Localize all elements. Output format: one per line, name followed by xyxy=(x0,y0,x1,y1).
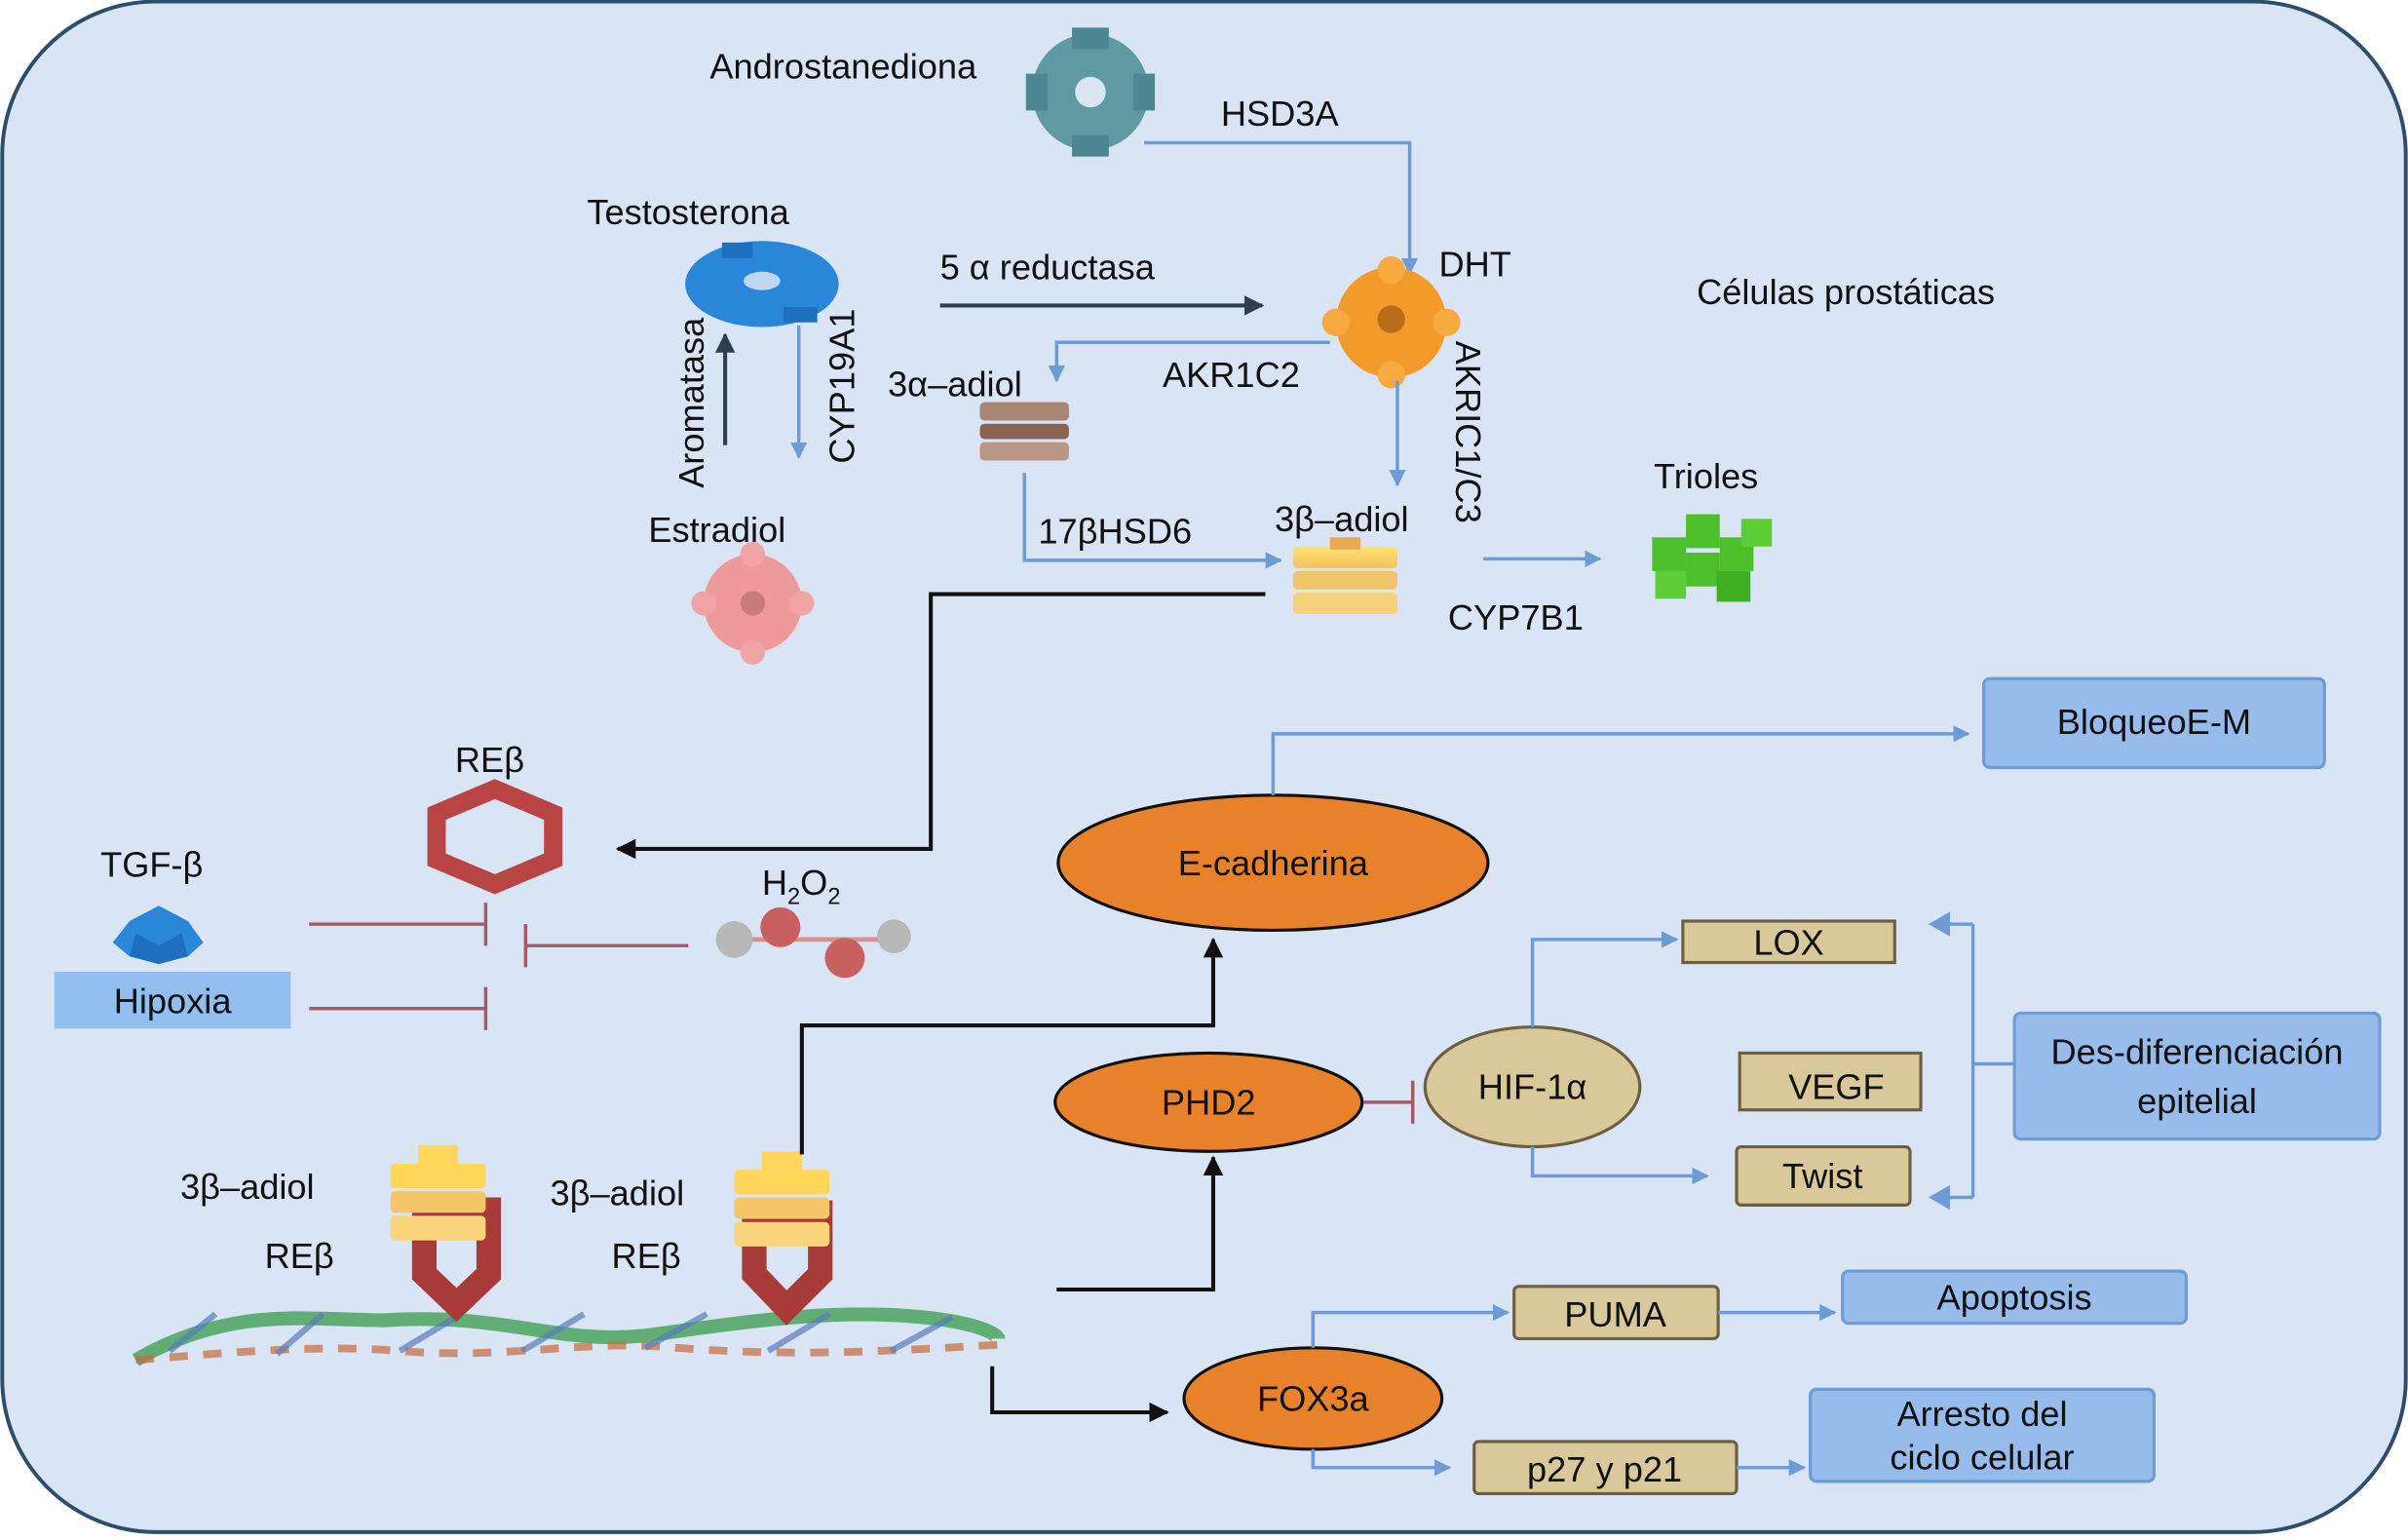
androstanediona-label: Androstanediona xyxy=(709,46,977,86)
vegf-box xyxy=(1738,1051,1923,1112)
h2o2-molecule-icon xyxy=(715,906,911,979)
testosterona-molecule-icon xyxy=(685,241,839,327)
desdif-label-line1: Des-diferenciación xyxy=(2051,1031,2344,1071)
hsd3a-arrow xyxy=(1144,140,1419,276)
p27-p21-label: p27 y p21 xyxy=(1527,1449,1682,1489)
3b-adiol-label: 3β–adiol xyxy=(1275,499,1409,539)
phd2-inhibit-hif-line xyxy=(1363,1080,1415,1124)
arresto-label-line1: Arresto del xyxy=(1896,1394,2067,1434)
to-lox-arrow xyxy=(1530,931,1679,1027)
twist-label: Twist xyxy=(1782,1156,1863,1196)
aromatasa-label: Aromatasa xyxy=(671,317,711,488)
h2o2-inhibit-line xyxy=(523,924,689,968)
reb-receptor-icon xyxy=(427,779,563,895)
to-twist-arrow xyxy=(1530,1146,1709,1185)
to-bloqueo-arrow xyxy=(1271,725,1970,795)
trioles-label: Trioles xyxy=(1654,456,1758,496)
to-p27-arrow xyxy=(1311,1448,1452,1477)
3b-adiol-molecule-icon xyxy=(1292,537,1397,614)
vegf-label: VEGF xyxy=(1788,1067,1885,1107)
phd2-label: PHD2 xyxy=(1162,1082,1256,1122)
17bhsd6-arrow xyxy=(1022,473,1282,569)
3a-adiol-molecule-icon xyxy=(979,402,1069,461)
apoptosis-label: Apoptosis xyxy=(1937,1277,2092,1317)
estradiol-label: Estradiol xyxy=(648,510,785,550)
to-ecadherina-arrow xyxy=(799,937,1224,1155)
akric1c3-label: AKRIC1/C3 xyxy=(1448,341,1488,523)
dna-helix-icon xyxy=(132,1307,1006,1367)
to-fox3a-arrow xyxy=(990,1366,1169,1423)
bloqueo-box xyxy=(1982,676,2326,770)
desdif-label-line2: epitelial xyxy=(2137,1081,2257,1121)
trioles-molecule-icon xyxy=(1652,514,1773,602)
complex-2-ligand-label: 3β–adiol xyxy=(551,1173,685,1213)
to-puma-arrow xyxy=(1311,1303,1510,1348)
hipoxia-box xyxy=(54,971,291,1029)
h2o2-label: H2O2 xyxy=(762,863,841,909)
bloqueo-label: BloqueoE-M xyxy=(2057,702,2251,742)
lox-box xyxy=(1681,919,1896,965)
complex-2-ligand-icon xyxy=(734,1151,830,1247)
cyp19a1-label: CYP19A1 xyxy=(822,309,861,464)
ecadherina-label: E-cadherina xyxy=(1178,843,1369,883)
androstanediona-molecule-icon xyxy=(1025,27,1156,157)
adiol-to-reb-arrow xyxy=(615,592,1266,860)
akr1c2-arrow xyxy=(1048,340,1330,383)
twist-box xyxy=(1735,1144,1912,1207)
complex-1-receptor-label: REβ xyxy=(265,1236,334,1276)
cell-type-label: Células prostáticas xyxy=(1697,272,1995,312)
dht-label: DHT xyxy=(1438,244,1510,284)
complex-2-receptor-label: REβ xyxy=(612,1236,681,1276)
desdif-bracket-line xyxy=(1934,922,2015,1200)
dht-molecule-icon xyxy=(1321,256,1461,389)
complex-1: 3β–adiol REβ xyxy=(180,1144,502,1323)
hipoxia-label: Hipoxia xyxy=(114,982,233,1021)
apoptosis-box xyxy=(1841,1269,2189,1326)
tgfb-molecule-icon xyxy=(112,905,204,965)
cyp7b1-label: CYP7B1 xyxy=(1448,597,1584,637)
fox3a-label: FOX3a xyxy=(1257,1378,1370,1418)
reb-label: REβ xyxy=(455,740,524,780)
tgfb-label: TGF-β xyxy=(100,844,203,884)
estradiol-molecule-icon xyxy=(691,541,815,665)
hif1a-label: HIF-1α xyxy=(1478,1067,1587,1107)
3a-adiol-label: 3α–adiol xyxy=(888,364,1022,404)
lox-label: LOX xyxy=(1753,923,1823,963)
akr1c2-label: AKR1C2 xyxy=(1163,355,1300,395)
desdif-box xyxy=(2012,1011,2382,1141)
to-phd2-arrow xyxy=(1056,1155,1224,1292)
phd2-node xyxy=(1053,1051,1364,1153)
complex-2: 3β–adiol REβ xyxy=(551,1151,833,1326)
arresto-box xyxy=(1809,1387,2156,1483)
puma-label: PUMA xyxy=(1564,1294,1666,1334)
17bhsd6-label: 17βHSD6 xyxy=(1038,512,1192,552)
complex-1-ligand-icon xyxy=(390,1144,486,1241)
tgfb-inhibit-line xyxy=(309,903,488,946)
testosterona-label: Testosterona xyxy=(587,192,789,232)
reductasa-label: 5 α reductasa xyxy=(940,248,1156,288)
arresto-label-line2: ciclo celular xyxy=(1890,1437,2074,1477)
hipoxia-inhibit-line xyxy=(309,986,488,1030)
hsd3a-label: HSD3A xyxy=(1221,94,1340,134)
complex-1-ligand-label: 3β–adiol xyxy=(180,1167,315,1207)
